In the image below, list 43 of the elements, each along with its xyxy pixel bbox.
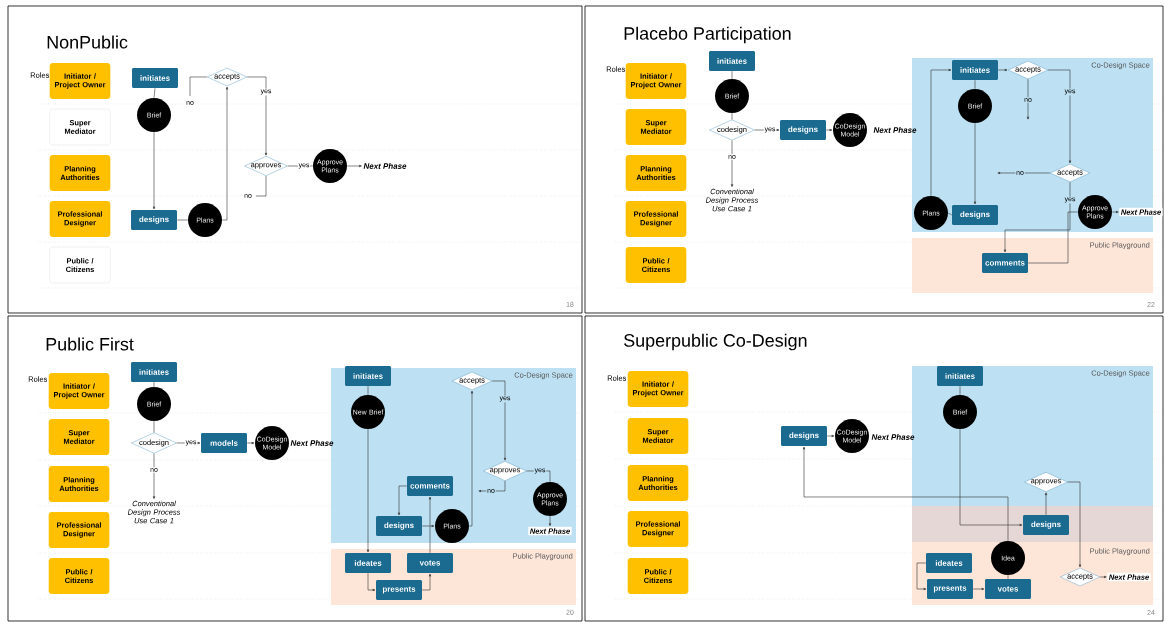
connector-arrow [421, 524, 435, 528]
connector-arrow [468, 390, 474, 527]
connector-arrow [930, 68, 952, 197]
connector-arrow [526, 470, 551, 483]
connector-arrow [916, 562, 927, 591]
connector-arrow [189, 76, 208, 97]
connector-arrow [548, 515, 552, 526]
connector-arrow [152, 453, 156, 499]
connector-arrow [246, 76, 268, 156]
connector-arrow [1111, 210, 1119, 214]
connector-arrow [367, 572, 376, 592]
connector-arrow [491, 380, 507, 461]
connector-arrow [997, 171, 1051, 175]
connector-arrow [826, 434, 835, 438]
connector-arrow [1026, 78, 1030, 120]
connector-arrow [176, 441, 201, 445]
connector-arrow [1099, 575, 1107, 579]
connector-arrow [973, 122, 977, 205]
connector-arrow [221, 86, 229, 221]
connector-arrow [478, 480, 506, 493]
slide-title: Placebo Participation [624, 26, 791, 44]
connector-arrow [1003, 181, 1071, 253]
connector-arrow [825, 128, 833, 132]
connector-arrow [997, 68, 1008, 72]
connector-arrow [802, 446, 1009, 542]
connector-arrow [754, 128, 780, 132]
connector-arrow [1044, 492, 1048, 516]
connector-arrow [255, 175, 267, 197]
connector-arrow [730, 140, 734, 187]
connector-arrow [1047, 69, 1072, 164]
connector-arrow [246, 441, 255, 445]
connector-arrow [1067, 481, 1082, 568]
slide-title: Superpublic Co-Design [624, 333, 807, 351]
connector-arrow [421, 573, 432, 591]
connector-arrow [346, 164, 362, 168]
connector-arrow [366, 428, 370, 553]
slide-title: Public First [46, 337, 134, 351]
connector-arrow [972, 587, 985, 591]
slide-title: NonPublic [47, 35, 128, 49]
connector-arrow [397, 485, 408, 516]
connector-arrow [152, 131, 156, 210]
connector-arrow [428, 496, 432, 554]
connector-arrow [959, 428, 1023, 527]
